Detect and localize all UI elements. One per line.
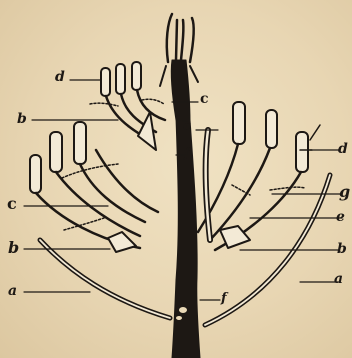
label-b-upper-left: b	[17, 112, 27, 126]
label-e: e	[336, 210, 345, 224]
stamens-left	[30, 122, 86, 193]
label-c-top: c	[200, 92, 209, 106]
label-c-left: c	[7, 196, 17, 212]
label-c-mid: c	[183, 120, 191, 133]
label-g: g	[339, 184, 350, 200]
label-d-right: d	[338, 142, 348, 156]
label-b-lower-left: b	[8, 240, 19, 256]
label-f-lower: f	[221, 292, 227, 305]
label-d-left: d	[55, 70, 65, 84]
upper-axis	[171, 60, 190, 122]
filaments-right	[198, 144, 301, 250]
bract-left	[108, 232, 136, 252]
terminal-bud	[167, 14, 194, 62]
stamens-top	[101, 62, 141, 96]
branch-a-left	[40, 240, 170, 318]
label-f-upper: f	[184, 147, 190, 160]
label-a-left: a	[8, 284, 17, 298]
label-a-right: a	[334, 272, 343, 286]
filaments-top	[106, 90, 165, 140]
stamens-right	[233, 102, 308, 172]
label-b-right: b	[337, 242, 347, 256]
bract-top	[138, 112, 156, 150]
